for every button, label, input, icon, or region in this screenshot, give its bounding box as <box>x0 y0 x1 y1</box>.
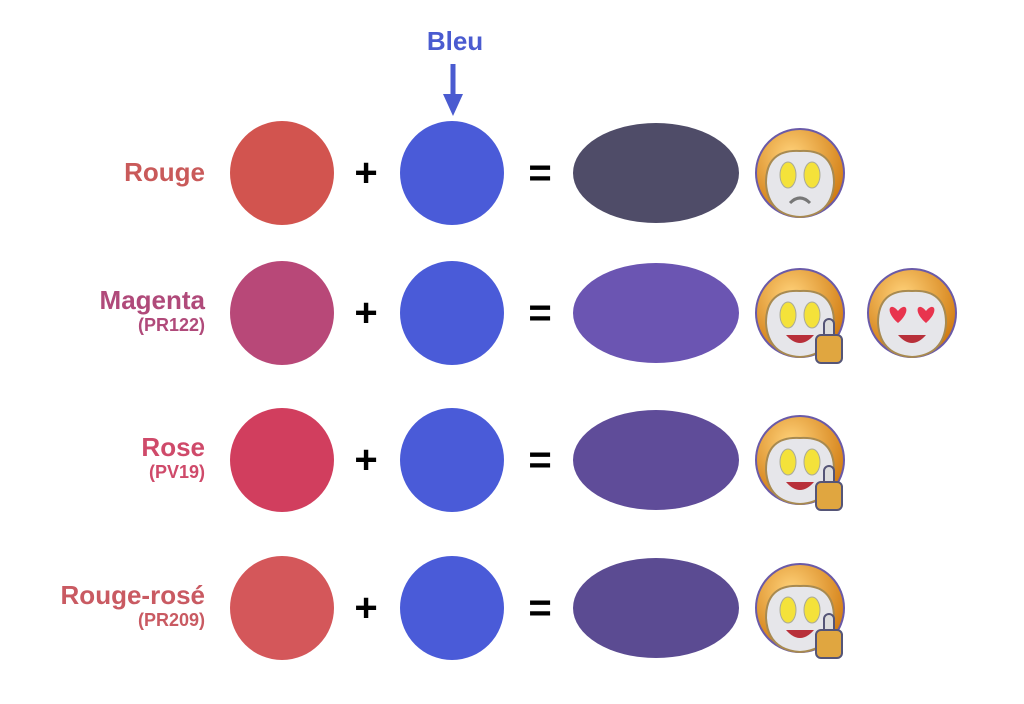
blue-swatch <box>400 261 504 365</box>
equals-sign: = <box>528 586 552 630</box>
equals-sign: = <box>528 438 552 482</box>
pigment-swatch <box>230 261 334 365</box>
pigment-label: Magenta(PR122) <box>100 287 205 334</box>
result-swatch <box>573 558 739 658</box>
pigment-code: (PR122) <box>137 315 205 335</box>
pigment-name: Magenta <box>99 285 205 315</box>
plus-sign: + <box>354 438 378 482</box>
down-arrow-icon <box>443 64 463 116</box>
result-swatch <box>573 410 739 510</box>
heart-eyes-icon <box>864 261 960 365</box>
blue-swatch <box>400 556 504 660</box>
sad-face-icon <box>752 121 848 225</box>
pigment-label: Rouge-rosé(PR209) <box>61 582 205 629</box>
equals-sign: = <box>528 291 552 335</box>
pigment-label: Rose(PV19) <box>141 434 205 481</box>
pigment-swatch <box>230 408 334 512</box>
pigment-name: Rouge <box>124 157 205 187</box>
blue-swatch <box>400 121 504 225</box>
pigment-code: (PR209) <box>137 610 205 630</box>
pigment-code: (PV19) <box>148 462 205 482</box>
plus-sign: + <box>354 586 378 630</box>
result-swatch <box>573 263 739 363</box>
happy-thumbs-up-icon <box>752 556 848 660</box>
happy-thumbs-up-icon <box>752 261 848 365</box>
plus-sign: + <box>354 151 378 195</box>
pigment-name: Rose <box>141 432 205 462</box>
plus-sign: + <box>354 291 378 335</box>
result-swatch <box>573 123 739 223</box>
equals-sign: = <box>528 151 552 195</box>
pigment-name: Rouge-rosé <box>60 580 205 610</box>
blue-swatch <box>400 408 504 512</box>
blue-label: Bleu <box>426 26 484 56</box>
pigment-swatch <box>230 556 334 660</box>
pigment-label: Rouge <box>124 159 205 185</box>
pigment-swatch <box>230 121 334 225</box>
happy-thumbs-up-icon <box>752 408 848 512</box>
